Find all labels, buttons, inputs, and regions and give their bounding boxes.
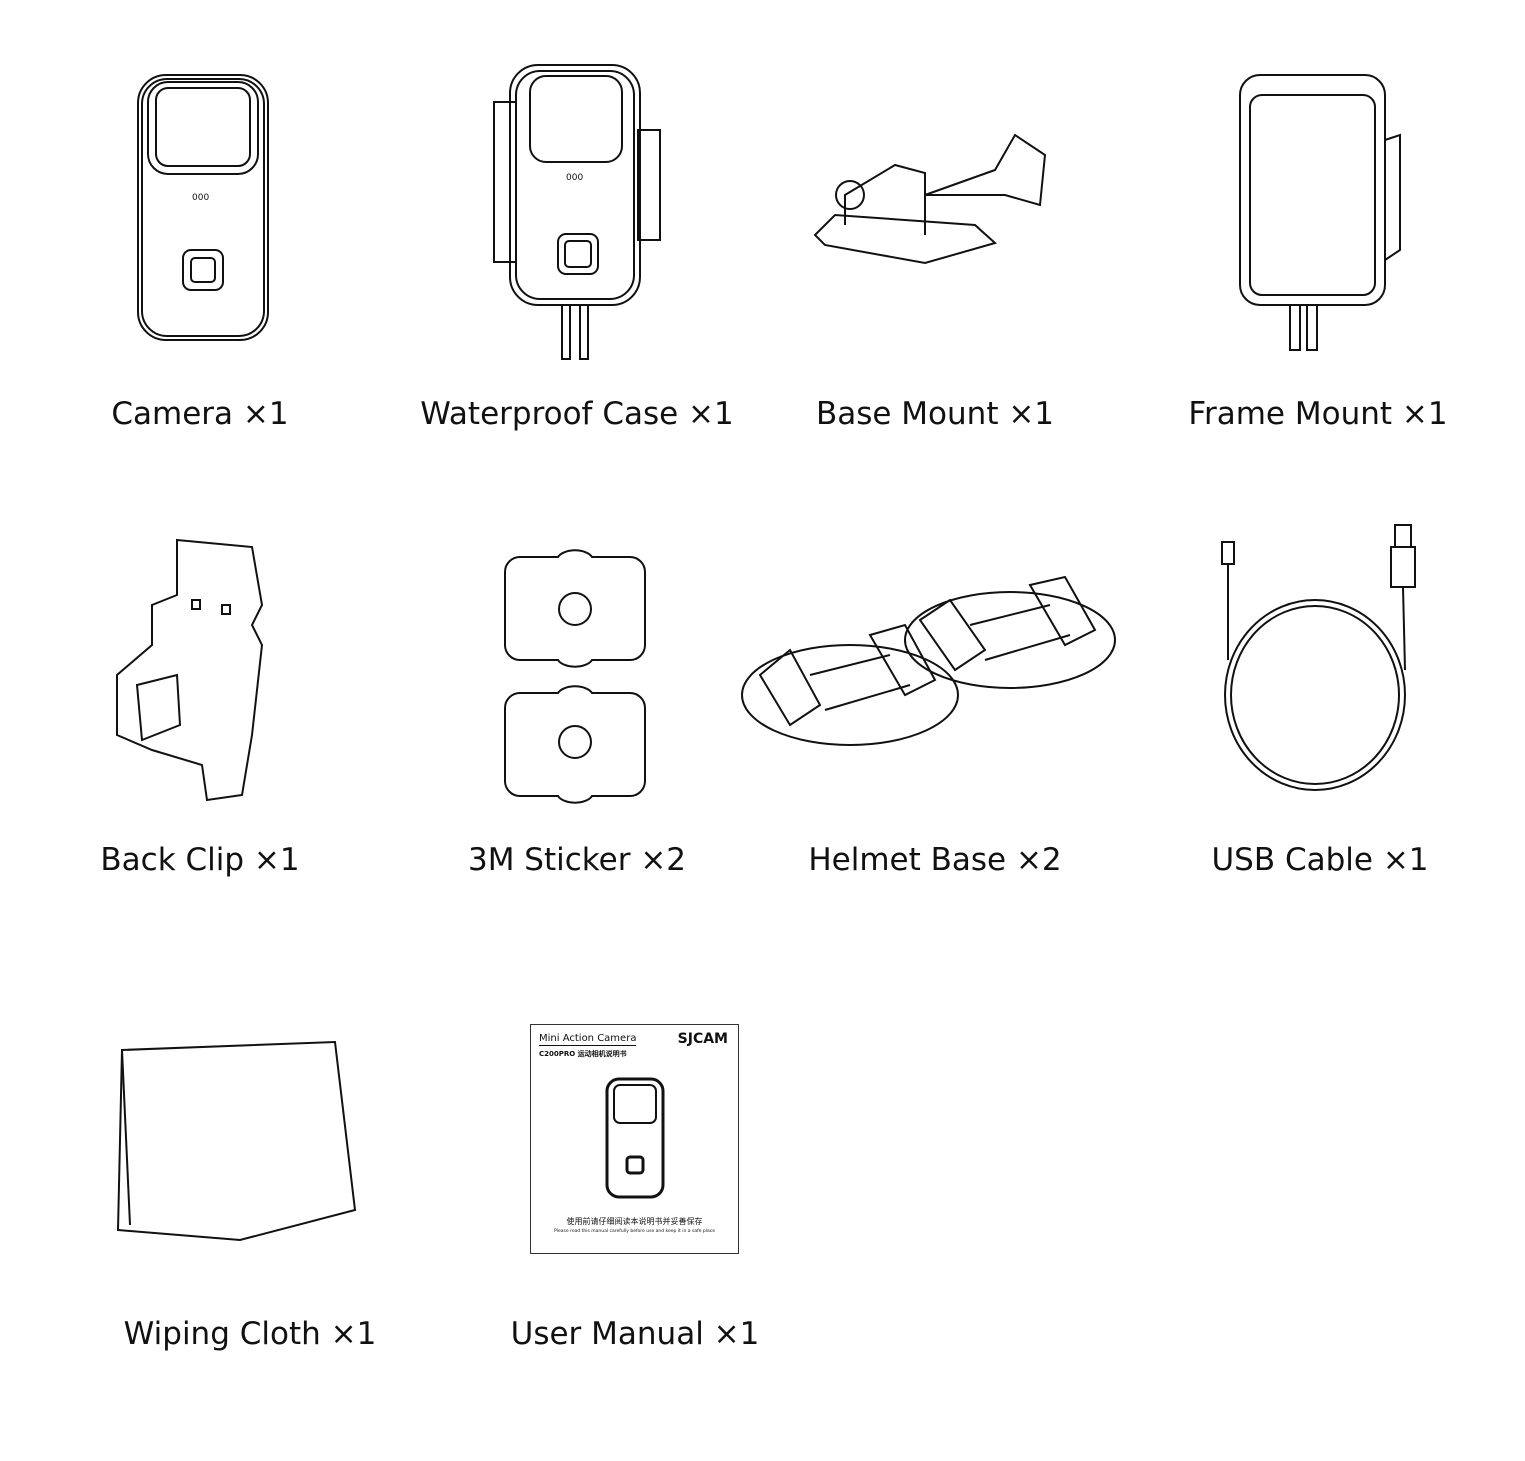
manual-note-en: Please read this manual carefully before… (554, 1229, 715, 1234)
manual-note-zh: 使用前请仔细阅读本说明书并妥善保存 (566, 1217, 703, 1226)
camera-illustration: 000 (137, 74, 269, 341)
manual-title: Mini Action Camera (539, 1033, 637, 1046)
item-label-frame-mount: Frame Mount ×1 (1188, 396, 1448, 432)
svg-text:000: 000 (566, 173, 583, 183)
base-mount-illustration (813, 133, 1047, 265)
manual-subtitle: C200PRO 运动相机说明书 (539, 1050, 627, 1058)
item-label-3m-sticker: 3M Sticker ×2 (467, 842, 687, 878)
item-label-camera: Camera ×1 (111, 396, 289, 432)
manual-camera-icon (605, 1077, 665, 1199)
wiping-cloth-illustration (116, 1040, 357, 1242)
item-label-waterproof-case: Waterproof Case ×1 (420, 396, 734, 432)
item-label-user-manual: User Manual ×1 (510, 1316, 760, 1352)
3m-sticker-illustration (504, 549, 646, 804)
waterproof-case-illustration: 000 (493, 64, 661, 360)
back-clip-illustration (116, 538, 264, 802)
item-label-usb-cable: USB Cable ×1 (1211, 842, 1429, 878)
helmet-base-illustration (741, 575, 1116, 746)
item-label-back-clip: Back Clip ×1 (100, 842, 300, 878)
frame-mount-illustration (1239, 74, 1401, 351)
user-manual-cover: Mini Action Camera C200PRO 运动相机说明书 SJCAM… (530, 1024, 739, 1254)
item-label-wiping-cloth: Wiping Cloth ×1 (123, 1316, 377, 1352)
item-label-base-mount: Base Mount ×1 (815, 396, 1055, 432)
usb-cable-illustration (1221, 524, 1416, 791)
svg-text:000: 000 (192, 193, 209, 203)
brand-logo: SJCAM (677, 1031, 728, 1047)
item-label-helmet-base: Helmet Base ×2 (808, 842, 1062, 878)
